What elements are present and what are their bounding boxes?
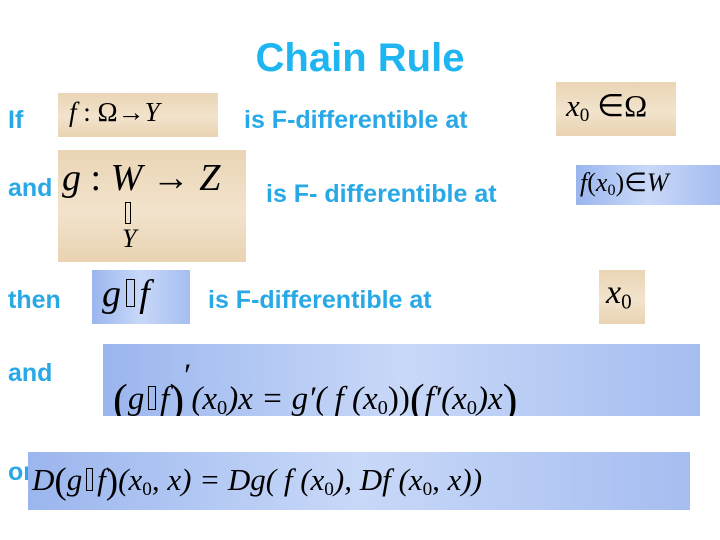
g-map-subset-y: Y bbox=[122, 224, 137, 253]
fx0-in-w-formula: f(x0)∈W bbox=[576, 165, 720, 205]
row-if-text: is F-differentible at bbox=[244, 106, 468, 134]
missing-glyph-box bbox=[125, 279, 135, 307]
missing-glyph-box bbox=[148, 386, 157, 410]
row-and-label: and bbox=[8, 174, 53, 202]
x0-in-omega-formula: x0∈Ω bbox=[556, 82, 676, 136]
missing-glyph-box bbox=[125, 202, 131, 224]
row-if-label: If bbox=[8, 106, 24, 134]
row-and-label-2: and bbox=[8, 359, 53, 387]
g-map-formula: g:W→Z Y bbox=[58, 150, 246, 262]
f-map-formula: f:Ω→Y bbox=[58, 93, 218, 137]
row-and-text: is F- differentible at bbox=[266, 180, 497, 208]
x0-formula: x0 bbox=[599, 270, 645, 324]
slide-title: Chain Rule bbox=[255, 36, 465, 80]
row-then-text: is F-differentible at bbox=[208, 286, 432, 314]
row-then-label: then bbox=[8, 286, 61, 314]
missing-glyph-box bbox=[86, 468, 94, 491]
